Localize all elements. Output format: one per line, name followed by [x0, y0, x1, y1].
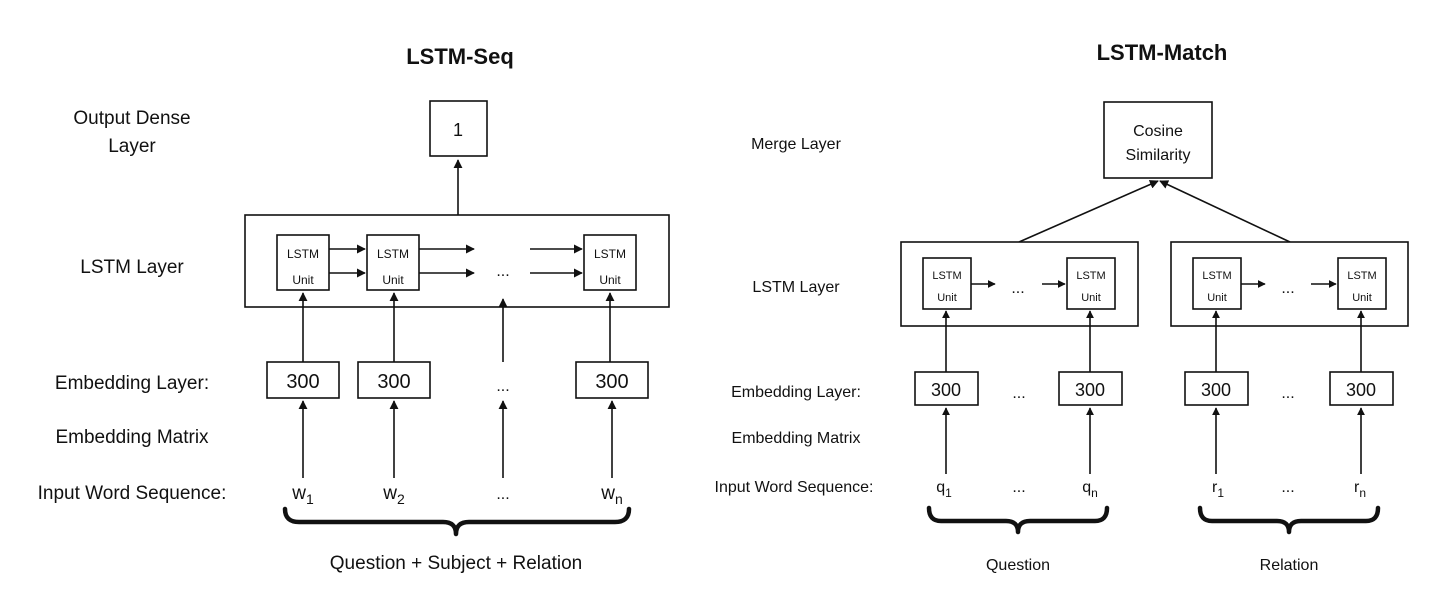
question-brace: [926, 505, 1110, 535]
lstm-layer-label-right: LSTM Layer: [752, 279, 840, 296]
question-brace-label: Question: [986, 557, 1050, 574]
lstm-unit-1: [276, 234, 330, 291]
relation-embedding-value-n: 300: [1346, 380, 1376, 400]
embedding-value-2: 300: [377, 371, 410, 393]
question-embedding-ellipsis: ...: [1012, 385, 1025, 402]
question-subject-relation-brace: [282, 506, 632, 537]
question-lstm-unit-1-line2: Unit: [937, 292, 957, 304]
lstm-unit-n-line1: LSTM: [594, 247, 626, 261]
word-ellipsis: ...: [496, 486, 509, 503]
question-word-ellipsis: ...: [1012, 479, 1025, 496]
embedding-box-n: [575, 361, 649, 399]
question-lstm-unit-n: [1066, 257, 1116, 310]
embedding-layer-label-right: Embedding Layer:: [731, 384, 861, 401]
embedding-value-n: 300: [595, 371, 628, 393]
relation-lstm-to-merge-arrow: [1159, 180, 1291, 243]
word-q1: q1: [936, 479, 952, 500]
embedding-layer-label: Embedding Layer:: [55, 373, 209, 394]
lstm-unit-n: [583, 234, 637, 291]
relation-lstm-unit-1-line2: Unit: [1207, 292, 1227, 304]
cosine-similarity-line1: Cosine: [1133, 123, 1183, 140]
brace-label: Question + Subject + Relation: [330, 553, 582, 574]
relation-embedding-value-1: 300: [1201, 380, 1231, 400]
cosine-similarity-box: [1103, 101, 1213, 179]
input-word-sequence-label: Input Word Sequence:: [38, 483, 227, 504]
output-dense-label-line1: Output Dense: [73, 108, 190, 129]
question-lstm-unit-n-line2: Unit: [1081, 292, 1101, 304]
question-embedding-value-1: 300: [931, 380, 961, 400]
relation-lstm-unit-1-line1: LSTM: [1202, 270, 1231, 282]
relation-brace: [1197, 505, 1381, 535]
output-dense-label-line2: Layer: [108, 136, 156, 157]
cosine-similarity-line2: Similarity: [1126, 147, 1191, 164]
embedding-box-2: [357, 361, 431, 399]
relation-lstm-ellipsis: ...: [1281, 280, 1294, 297]
output-value: 1: [453, 120, 463, 140]
lstm-seq-diagram: LSTM-Seq Output Dense Layer LSTM Layer E…: [38, 44, 670, 574]
embedding-ellipsis: ...: [496, 378, 509, 395]
question-lstm-unit-n-line1: LSTM: [1076, 270, 1105, 282]
question-lstm-unit-1-line1: LSTM: [932, 270, 961, 282]
relation-embedding-box-n: [1329, 371, 1394, 406]
output-dense-box: [429, 100, 488, 157]
lstm-layer-label: LSTM Layer: [80, 257, 184, 278]
relation-word-ellipsis: ...: [1281, 479, 1294, 496]
lstm-unit-2-line2: Unit: [382, 273, 404, 287]
lstm-unit-1-line2: Unit: [292, 273, 314, 287]
relation-lstm-unit-n: [1337, 257, 1387, 310]
relation-embedding-ellipsis: ...: [1281, 385, 1294, 402]
embedding-box-1: [266, 361, 340, 399]
lstm-match-diagram: LSTM-Match Merge Layer LSTM Layer Embedd…: [715, 40, 1409, 574]
embedding-value-1: 300: [286, 371, 319, 393]
input-word-sequence-label-right: Input Word Sequence:: [715, 479, 874, 496]
question-embedding-value-n: 300: [1075, 380, 1105, 400]
question-lstm-to-merge-arrow: [1018, 180, 1159, 243]
relation-lstm-unit-n-line2: Unit: [1352, 292, 1372, 304]
merge-layer-label: Merge Layer: [751, 136, 841, 153]
word-r1: r1: [1212, 479, 1224, 500]
word-w2: w2: [382, 483, 405, 507]
word-w1: w1: [291, 483, 314, 507]
lstm-unit-2-line1: LSTM: [377, 247, 409, 261]
word-rn: rn: [1354, 479, 1366, 500]
word-wn: wn: [600, 483, 623, 507]
lstm-seq-title: LSTM-Seq: [406, 44, 514, 69]
question-embedding-box-n: [1058, 371, 1123, 406]
relation-brace-label: Relation: [1260, 557, 1319, 574]
lstm-unit-1-line1: LSTM: [287, 247, 319, 261]
lstm-unit-n-line2: Unit: [599, 273, 621, 287]
question-lstm-ellipsis: ...: [1011, 280, 1024, 297]
lstm-ellipsis: ...: [496, 263, 509, 280]
word-qn: qn: [1082, 479, 1098, 500]
embedding-matrix-label-right: Embedding Matrix: [732, 430, 861, 447]
lstm-unit-2: [366, 234, 420, 291]
relation-lstm-unit-n-line1: LSTM: [1347, 270, 1376, 282]
embedding-matrix-label: Embedding Matrix: [55, 427, 209, 448]
lstm-match-title: LSTM-Match: [1097, 40, 1228, 65]
